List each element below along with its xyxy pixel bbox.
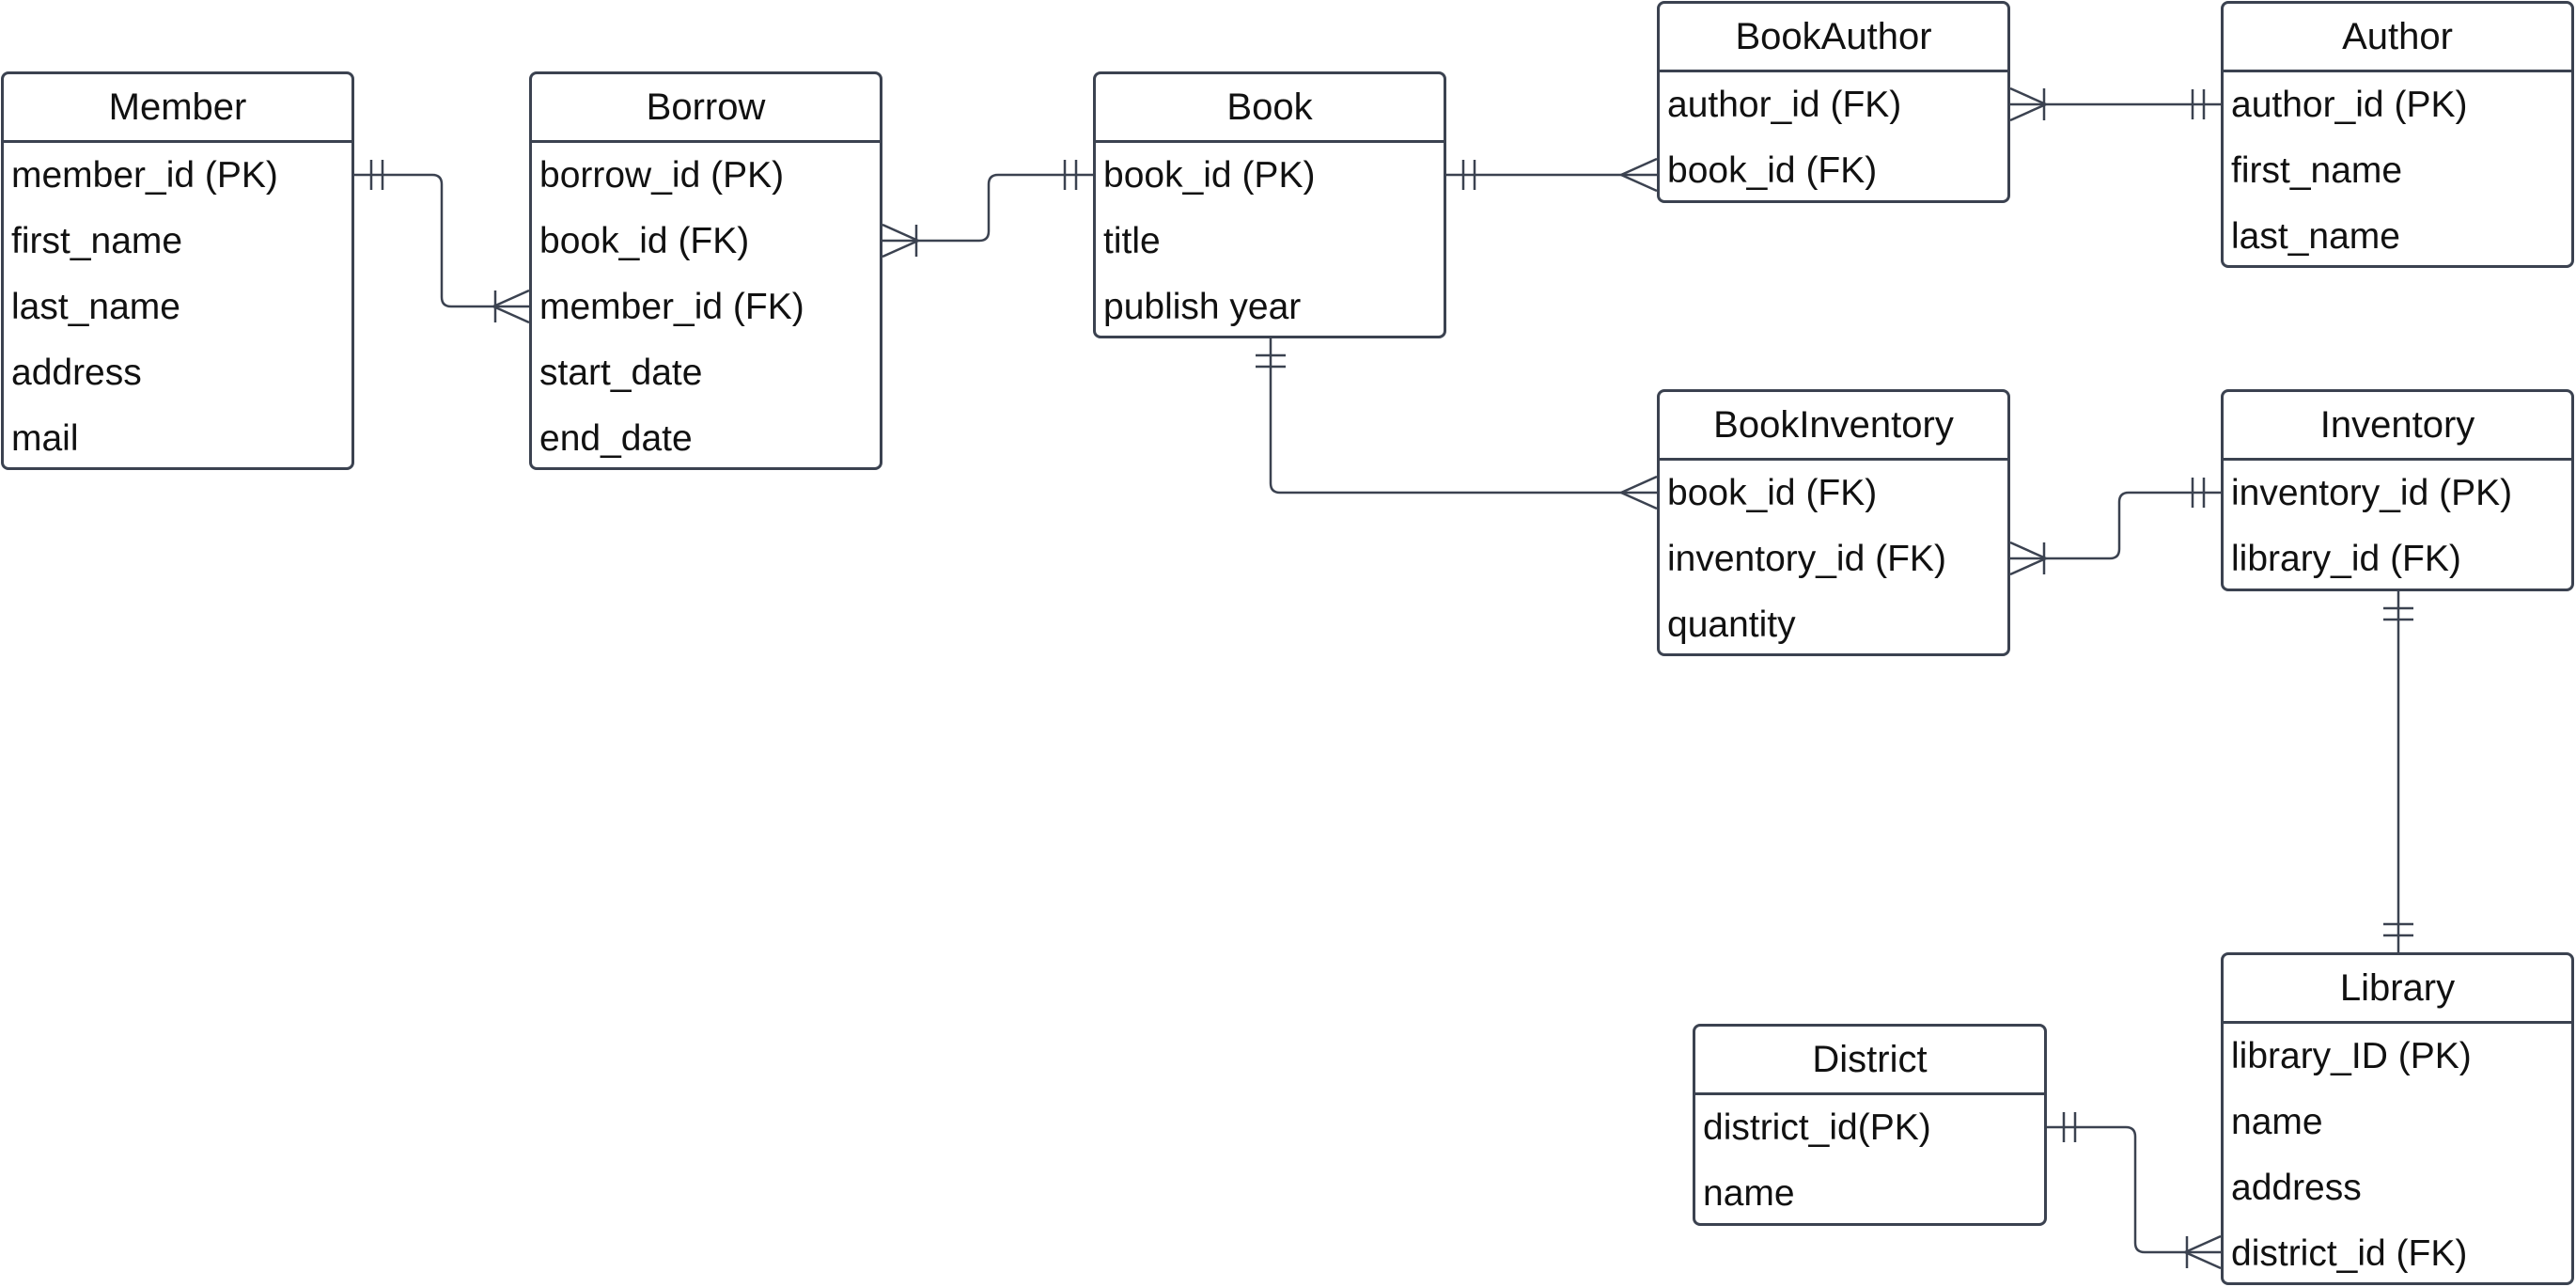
entity-bookauthor[interactable]: BookAuthor author_id (FK) book_id (FK) bbox=[1657, 1, 2010, 203]
entity-author-title: Author bbox=[2224, 4, 2571, 72]
field-borrow-0: borrow_id (PK) bbox=[539, 155, 785, 196]
field-bookinventory-0: book_id (FK) bbox=[1667, 473, 1878, 513]
rel-district-library-many-prong-a bbox=[2184, 1234, 2222, 1254]
field-author-1: first_name bbox=[2231, 150, 2403, 191]
field-author-0: author_id (PK) bbox=[2231, 85, 2468, 125]
field-district-1: name bbox=[1703, 1173, 1795, 1214]
field-book-0: book_id (PK) bbox=[1103, 155, 1316, 196]
field-inventory-1: library_id (FK) bbox=[2231, 539, 2461, 579]
entity-book-fields: book_id (PK) title publish year bbox=[1096, 143, 1444, 340]
field-bookauthor-1: book_id (FK) bbox=[1667, 150, 1878, 191]
entity-inventory[interactable]: Inventory inventory_id (PK) library_id (F… bbox=[2221, 389, 2574, 591]
entity-book[interactable]: Book book_id (PK) title publish year bbox=[1093, 71, 1446, 338]
entity-district-fields: district_id(PK)name bbox=[1695, 1095, 2044, 1227]
field-library-0: library_ID (PK) bbox=[2231, 1036, 2472, 1076]
entity-member-title: Member bbox=[4, 74, 351, 143]
entity-book-title: Book bbox=[1096, 74, 1444, 143]
field-member-2: last_name bbox=[11, 287, 180, 327]
entity-bookauthor-fields: author_id (FK) book_id (FK) bbox=[1660, 72, 2007, 204]
field-book-1: title bbox=[1103, 221, 1161, 261]
field-member-3: address bbox=[11, 353, 142, 393]
rel-book-bookauthor-many-prong-a bbox=[1620, 157, 1658, 177]
rel-book-bookauthor-many-prong-b bbox=[1620, 173, 1658, 193]
entity-inventory-title: Inventory bbox=[2224, 392, 2571, 461]
field-library-2: address bbox=[2231, 1168, 2362, 1208]
entity-borrow-fields: borrow_id (PK) book_id (FK) member_id (FK)… bbox=[532, 143, 880, 472]
entity-bookinventory-title: BookInventory bbox=[1660, 392, 2007, 461]
rel-inventory-bookinventory-line bbox=[2010, 491, 2221, 560]
rel-district-library-line bbox=[2047, 1125, 2221, 1254]
rel-book-bookinventory-line bbox=[1269, 338, 1657, 494]
entity-district-title: District bbox=[1695, 1027, 2044, 1095]
rel-author-bookauthor-many-prong-b bbox=[2009, 86, 2047, 106]
entity-library-fields: library_ID (PK) name address district_id (F… bbox=[2224, 1024, 2571, 1287]
field-bookinventory-1: inventory_id (FK) bbox=[1667, 539, 1946, 579]
field-borrow-3: start_date bbox=[539, 353, 703, 393]
rel-member-borrow-many-prong-b bbox=[492, 305, 530, 324]
rel-book-borrow-line bbox=[882, 173, 1093, 243]
rel-book-bookinventory-many-prong-a bbox=[1620, 475, 1658, 494]
field-author-2: last_name bbox=[2231, 216, 2400, 257]
field-bookinventory-2: quantity bbox=[1667, 604, 1796, 645]
rel-book-borrow-many-prong-a bbox=[882, 239, 919, 259]
rel-member-borrow-many-prong-a bbox=[492, 289, 530, 308]
entity-district[interactable]: District district_id(PK)name bbox=[1693, 1024, 2047, 1226]
field-inventory-0: inventory_id (PK) bbox=[2231, 473, 2513, 513]
rel-book-borrow-many-prong-b bbox=[882, 223, 919, 243]
rel-inventory-bookinventory-many-prong-b bbox=[2009, 541, 2047, 560]
rel-district-library-many-prong-b bbox=[2184, 1250, 2222, 1270]
entity-library-title: Library bbox=[2224, 955, 2571, 1024]
entity-member[interactable]: Member member_id (PK) first_name last_name… bbox=[1, 71, 354, 470]
entity-bookauthor-title: BookAuthor bbox=[1660, 4, 2007, 72]
entity-borrow-title: Borrow bbox=[532, 74, 880, 143]
entity-borrow[interactable]: Borrow borrow_id (PK) book_id (FK) member_… bbox=[529, 71, 882, 470]
entity-bookinventory[interactable]: BookInventory book_id (FK) inventory_id (… bbox=[1657, 389, 2010, 656]
field-borrow-2: member_id (FK) bbox=[539, 287, 804, 327]
field-member-0: member_id (PK) bbox=[11, 155, 278, 196]
rel-book-bookinventory-many-prong-b bbox=[1620, 491, 1658, 510]
rel-member-borrow-line bbox=[354, 173, 529, 308]
entity-author-fields: author_id (PK) first_name last_name bbox=[2224, 72, 2571, 270]
entity-library[interactable]: Library library_ID (PK) name address distri… bbox=[2221, 952, 2574, 1285]
field-district-0: district_id(PK) bbox=[1703, 1107, 1931, 1148]
field-member-1: first_name bbox=[11, 221, 183, 261]
field-borrow-4: end_date bbox=[539, 418, 693, 459]
field-bookauthor-0: author_id (FK) bbox=[1667, 85, 1902, 125]
entity-inventory-fields: inventory_id (PK) library_id (FK) bbox=[2224, 461, 2571, 592]
field-borrow-1: book_id (FK) bbox=[539, 221, 750, 261]
entity-bookinventory-fields: book_id (FK) inventory_id (FK) quantity bbox=[1660, 461, 2007, 658]
field-library-1: name bbox=[2231, 1102, 2323, 1142]
rel-author-bookauthor-many-prong-a bbox=[2009, 102, 2047, 122]
field-member-4: mail bbox=[11, 418, 79, 459]
entity-author[interactable]: Author author_id (PK) first_name last_name bbox=[2221, 1, 2574, 268]
rel-inventory-bookinventory-many-prong-a bbox=[2009, 557, 2047, 576]
field-library-3: district_id (FK) bbox=[2231, 1233, 2468, 1274]
field-book-2: publish year bbox=[1103, 287, 1302, 327]
